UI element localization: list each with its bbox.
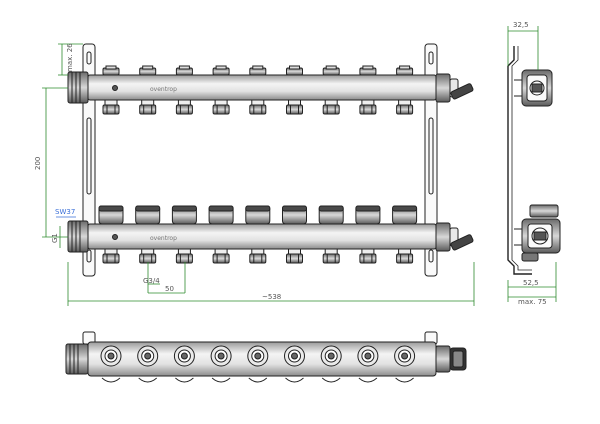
- bottom-view-outlet: [394, 345, 416, 383]
- supply-outlet: [212, 65, 230, 115]
- return-outlet: [392, 205, 418, 264]
- right-fitting-bottom: [435, 222, 474, 252]
- dim-max-top: max. 26: [66, 43, 74, 72]
- supply-outlet: [286, 65, 303, 115]
- return-outlet: [282, 205, 307, 264]
- supply-outlet: [139, 65, 157, 115]
- return-outlet: [245, 205, 271, 264]
- front-dimensions: [42, 43, 475, 306]
- bottom-view: [65, 331, 467, 383]
- supply-outlet: [396, 65, 414, 115]
- return-outlet: [135, 205, 161, 264]
- brand-label-top: oventrop: [150, 86, 177, 93]
- supply-outlet: [359, 65, 377, 115]
- supply-outlet: [322, 65, 340, 115]
- brand-label-bottom: oventrop: [150, 235, 177, 242]
- dim-side-bottom: 52,5: [523, 279, 539, 287]
- dim-total-width: ~538: [262, 293, 281, 301]
- side-valve-top: [514, 69, 553, 107]
- bottom-view-outlet: [357, 345, 379, 383]
- bottom-view-outlet: [320, 345, 342, 383]
- right-bracket: [424, 43, 438, 277]
- return-outlet: [208, 205, 234, 264]
- dim-height: 200: [34, 157, 42, 170]
- return-manifold: oventrop: [67, 220, 437, 253]
- bottom-view-outlet: [100, 345, 122, 383]
- dim-thread-outlet: G3/4: [143, 277, 160, 285]
- bottom-view-outlet: [210, 345, 232, 383]
- side-view: [507, 46, 561, 275]
- supply-outlet: [175, 65, 193, 115]
- front-view: oventrop oventrop: [67, 43, 474, 277]
- right-fitting-top: [435, 73, 474, 103]
- bottom-view-outlet: [247, 345, 269, 383]
- bottom-outlets: [100, 345, 416, 383]
- front-outlets: [98, 65, 418, 264]
- dim-spacing: 50: [165, 285, 174, 293]
- front-dimension-labels: max. 26 200 SW37 G1 G3/4 50 ~538: [34, 43, 281, 301]
- supply-outlet: [102, 65, 120, 115]
- side-dimensions: [507, 26, 557, 302]
- return-outlet: [98, 205, 124, 264]
- side-valve-bottom: [514, 204, 561, 262]
- bottom-view-outlet: [284, 345, 305, 383]
- dim-thread-main: G1: [51, 233, 59, 243]
- return-outlet: [171, 205, 197, 264]
- supply-outlet: [249, 65, 267, 115]
- bottom-view-outlet: [173, 345, 195, 383]
- dim-wrench: SW37: [55, 208, 75, 216]
- side-dimension-labels: 32,5 52,5 max. 75: [513, 21, 547, 306]
- return-outlet: [355, 205, 381, 264]
- bottom-view-outlet: [137, 345, 159, 383]
- dim-side-max: max. 75: [518, 298, 547, 306]
- dim-side-top: 32,5: [513, 21, 529, 29]
- return-outlet: [318, 205, 344, 264]
- side-bracket: [507, 46, 532, 275]
- supply-manifold: oventrop: [67, 71, 437, 104]
